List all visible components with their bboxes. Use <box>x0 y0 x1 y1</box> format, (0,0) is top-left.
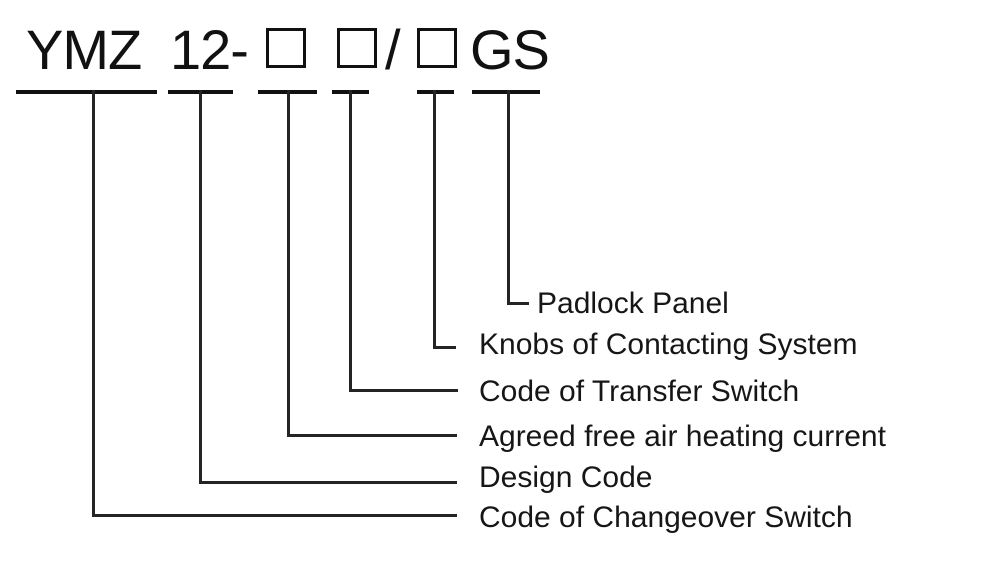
underline-suffix <box>472 90 540 94</box>
design-number-text: 12- <box>170 18 249 81</box>
label-transfer-switch: Code of Transfer Switch <box>479 375 800 408</box>
connector-horizontal-agreed <box>287 434 457 437</box>
connector-vertical-changeover <box>92 90 95 517</box>
connector-vertical-padlock <box>507 90 510 305</box>
label-padlock-panel: Padlock Panel <box>537 287 729 320</box>
underline-series <box>16 90 157 94</box>
connector-horizontal-knobs <box>433 346 456 349</box>
connector-vertical-agreed <box>287 90 290 437</box>
label-changeover-switch: Code of Changeover Switch <box>479 501 853 534</box>
placeholder-box-1 <box>266 28 306 68</box>
label-design-code: Design Code <box>479 461 653 494</box>
label-knobs-of-contacting: Knobs of Contacting System <box>479 328 858 361</box>
connector-horizontal-transfer <box>349 389 458 392</box>
placeholder-box-2 <box>337 28 377 68</box>
suffix-text: GS <box>470 18 550 81</box>
connector-horizontal-changeover <box>92 514 457 517</box>
connector-vertical-knobs <box>433 90 436 349</box>
connector-vertical-design <box>199 90 202 484</box>
model-series-text: YMZ <box>26 18 142 81</box>
slash-separator: / <box>385 18 401 81</box>
label-heating-current: Agreed free air heating current <box>479 420 886 453</box>
placeholder-box-3 <box>417 28 457 68</box>
connector-horizontal-design <box>199 481 457 484</box>
connector-vertical-transfer <box>349 90 352 392</box>
connector-horizontal-padlock <box>507 302 529 305</box>
